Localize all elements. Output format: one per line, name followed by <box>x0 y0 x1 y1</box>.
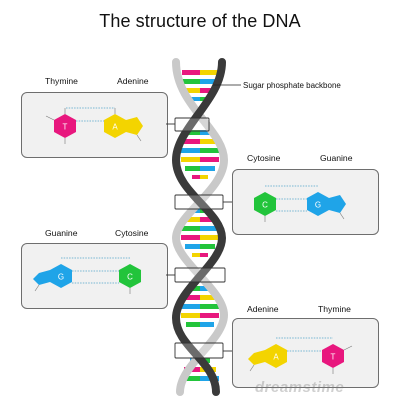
sugar-bond <box>34 284 40 292</box>
adenine-ring <box>265 344 287 368</box>
callouts <box>166 117 232 359</box>
watermark: dreamstime <box>255 379 345 396</box>
sugar-bond <box>339 212 345 220</box>
guanine-letter: G <box>315 201 321 210</box>
cytosine-letter: C <box>262 201 268 210</box>
adenine-pentagon <box>248 350 265 365</box>
label-adenine-bottom-right: Adenine <box>247 304 279 314</box>
methyl-bond <box>343 345 353 351</box>
molecule-pair-cytosine-guanine: C G <box>254 185 346 222</box>
adenine-letter: A <box>112 123 118 132</box>
label-cytosine-right: Cytosine <box>247 153 281 163</box>
label-thymine-bottom-right: Thymine <box>318 304 351 314</box>
methyl-bond <box>45 115 55 121</box>
molecule-pair-guanine-cytosine: G C <box>33 257 141 294</box>
backbone-label: Sugar phosphate backbone <box>243 81 341 90</box>
label-guanine-right: Guanine <box>320 153 353 163</box>
label-cytosine-left: Cytosine <box>115 228 149 238</box>
page-title: The structure of the DNA <box>99 11 301 31</box>
cytosine-letter: C <box>127 273 133 282</box>
guanine-ring <box>50 264 72 288</box>
thymine-letter: T <box>63 123 68 132</box>
sugar-bond <box>249 364 255 372</box>
dna-helix <box>171 58 229 396</box>
guanine-pentagon <box>33 270 50 285</box>
thymine-ring <box>54 114 76 138</box>
adenine-letter: A <box>273 353 279 362</box>
thymine-ring <box>322 344 344 368</box>
label-thymine-top-left: Thymine <box>45 76 78 86</box>
pair-panel-guanine-cytosine <box>21 243 168 309</box>
thymine-letter: T <box>331 353 336 362</box>
molecule-pair-adenine-thymine: A T <box>248 337 353 374</box>
guanine-pentagon <box>329 195 346 213</box>
molecule-pair-thymine-adenine: T A <box>45 107 143 144</box>
sugar-bond <box>136 134 142 142</box>
backbone-strand-light <box>171 58 229 396</box>
guanine-ring <box>307 192 329 216</box>
cytosine-ring <box>254 192 276 216</box>
adenine-pentagon <box>126 117 143 135</box>
backbone-strand-dark <box>171 58 227 396</box>
adenine-ring <box>104 114 126 138</box>
cytosine-ring <box>119 264 141 288</box>
label-guanine-left: Guanine <box>45 228 78 238</box>
pair-panel-thymine-adenine <box>21 92 168 158</box>
label-adenine-top-left: Adenine <box>117 76 149 86</box>
guanine-letter: G <box>58 273 64 282</box>
